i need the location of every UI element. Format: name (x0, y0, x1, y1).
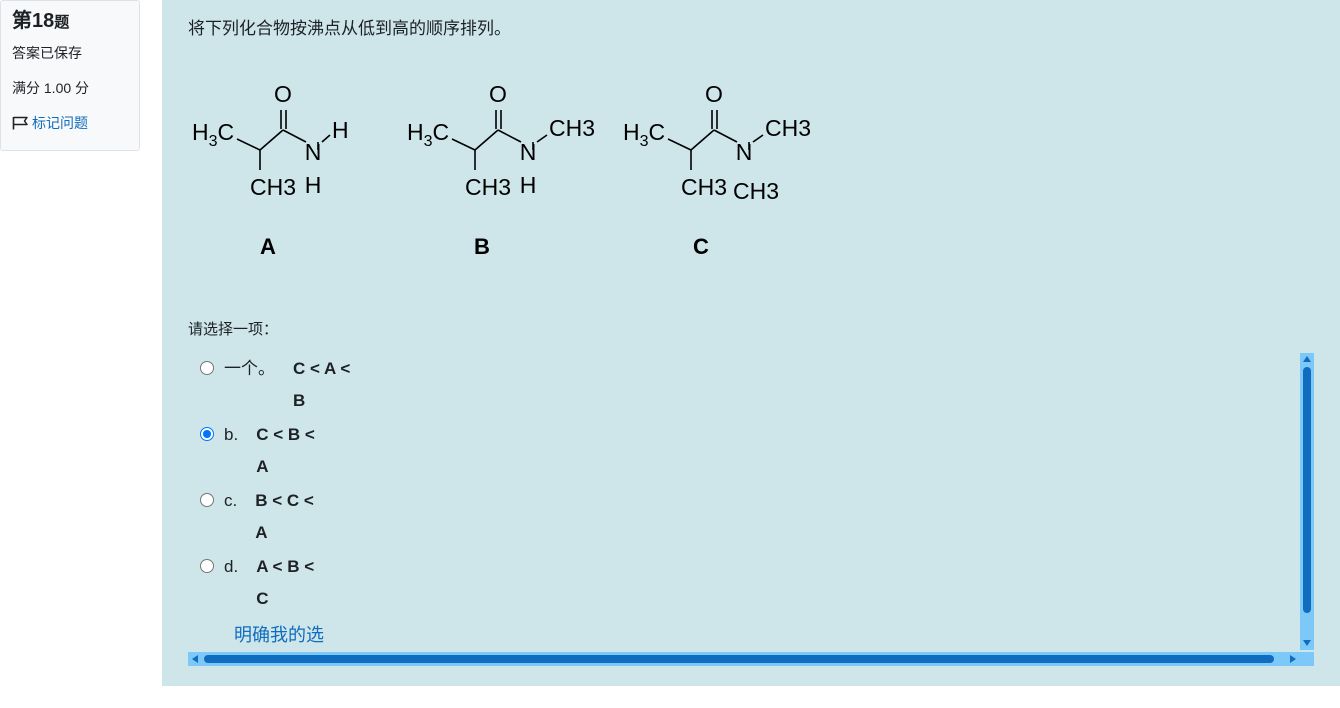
answer-option-c-text: B < C < A (255, 491, 314, 542)
molecule-c-h3c-label: H3C (623, 119, 665, 150)
molecule-b-compound-label: B (474, 234, 490, 259)
scroll-right-icon[interactable] (1290, 655, 1296, 663)
answer-option-b-letter: b. (224, 425, 239, 444)
molecule-b-ch3-label: CH3 (465, 174, 511, 200)
answer-option-c-radio[interactable] (200, 493, 214, 507)
flag-icon (12, 116, 28, 130)
answer-option-c-letter: c. (224, 491, 238, 510)
molecule-a-bond (259, 129, 284, 151)
answer-option-a-radio[interactable] (200, 361, 214, 375)
molecule-a-bond (236, 138, 261, 151)
molecule-b-bond (536, 134, 548, 143)
answer-list-region: 一个。 C < A < B b. C < B < A c. B < C < A … (188, 353, 1314, 666)
molecule-a-compound-label: A (260, 234, 276, 259)
vertical-scrollbar-thumb[interactable] (1303, 367, 1311, 613)
molecule-b-n-right-label: CH3 (549, 115, 595, 141)
molecule-c-compound-label: C (693, 234, 709, 259)
molecule-a-n-right-label: H (332, 117, 349, 143)
flag-question-link[interactable]: 标记问题 (12, 113, 128, 133)
molecule-b-n-left-label: H (520, 172, 537, 198)
molecule-c-bond (667, 138, 692, 151)
molecule-a-h3c-label: H3C (192, 119, 234, 150)
answer-option-a-letter: 一个。 (224, 359, 275, 378)
question-number: 第18题 (12, 9, 128, 35)
molecule-c-bond (713, 129, 738, 143)
vertical-scrollbar[interactable] (1300, 353, 1314, 650)
answer-option-a[interactable]: 一个。 C < A < B (200, 353, 365, 417)
question-grade: 满分 1.00 分 (12, 80, 90, 96)
molecule-a-bond (282, 129, 307, 143)
molecule-c-bond (690, 129, 715, 151)
answer-option-a-text: C < A < B (293, 359, 351, 410)
scroll-down-icon[interactable] (1303, 640, 1311, 646)
horizontal-scrollbar-thumb[interactable] (204, 655, 1274, 663)
horizontal-scrollbar[interactable] (188, 652, 1314, 666)
molecule-a-nitrogen-label: N (305, 139, 322, 165)
answer-option-b-radio[interactable] (200, 427, 214, 441)
molecule-b-bond (497, 129, 522, 143)
molecule-a-oxygen-label: O (274, 81, 292, 107)
molecule-a-n-left-label: H (305, 172, 322, 198)
molecule-c-bond (752, 134, 764, 143)
molecule-a-ch3-label: CH3 (250, 174, 296, 200)
answer-option-d[interactable]: d. A < B < C (200, 551, 328, 615)
molecule-b-bond (474, 129, 499, 151)
answer-prompt: 请选择一项： (188, 321, 279, 338)
molecule-b-bond (451, 138, 476, 151)
flag-question-label: 标记问题 (32, 115, 88, 131)
answer-list: 一个。 C < A < B b. C < B < A c. B < C < A … (188, 353, 1298, 650)
molecule-c-nitrogen-label: N (736, 139, 753, 165)
answer-option-d-letter: d. (224, 557, 239, 576)
question-number-suffix: 题 (54, 14, 70, 31)
answer-option-d-text: A < B < C (256, 557, 315, 608)
molecule-b-nitrogen-label: N (520, 139, 537, 165)
answer-option-d-radio[interactable] (200, 559, 214, 573)
molecule-a-bond (321, 134, 331, 143)
molecule-c-n-right-label: CH3 (765, 115, 811, 141)
molecule-b-h3c-label: H3C (407, 119, 449, 150)
answer-option-b[interactable]: b. C < B < A (200, 419, 328, 483)
scroll-up-icon[interactable] (1303, 356, 1311, 362)
molecule-b-oxygen-label: O (489, 81, 507, 107)
molecule-c-n-left-label: CH3 (733, 178, 779, 204)
molecule-a: H3C O N CH3 H H A (192, 81, 349, 259)
molecule-c-ch3-label: CH3 (681, 174, 727, 200)
question-info-panel: 第18题 答案已保存 满分 1.00 分 标记问题 (0, 0, 140, 151)
question-number-label: 第18 (12, 10, 55, 32)
answer-option-b-text: C < B < A (256, 425, 315, 476)
scroll-left-icon[interactable] (192, 655, 198, 663)
question-status: 答案已保存 (12, 45, 82, 61)
clear-choice-link[interactable]: 明确我的选 (234, 625, 324, 645)
answer-option-c[interactable]: c. B < C < A (200, 485, 327, 549)
molecule-c-oxygen-label: O (705, 81, 723, 107)
question-text: 将下列化合物按沸点从低到高的顺序排列。 (188, 19, 511, 38)
